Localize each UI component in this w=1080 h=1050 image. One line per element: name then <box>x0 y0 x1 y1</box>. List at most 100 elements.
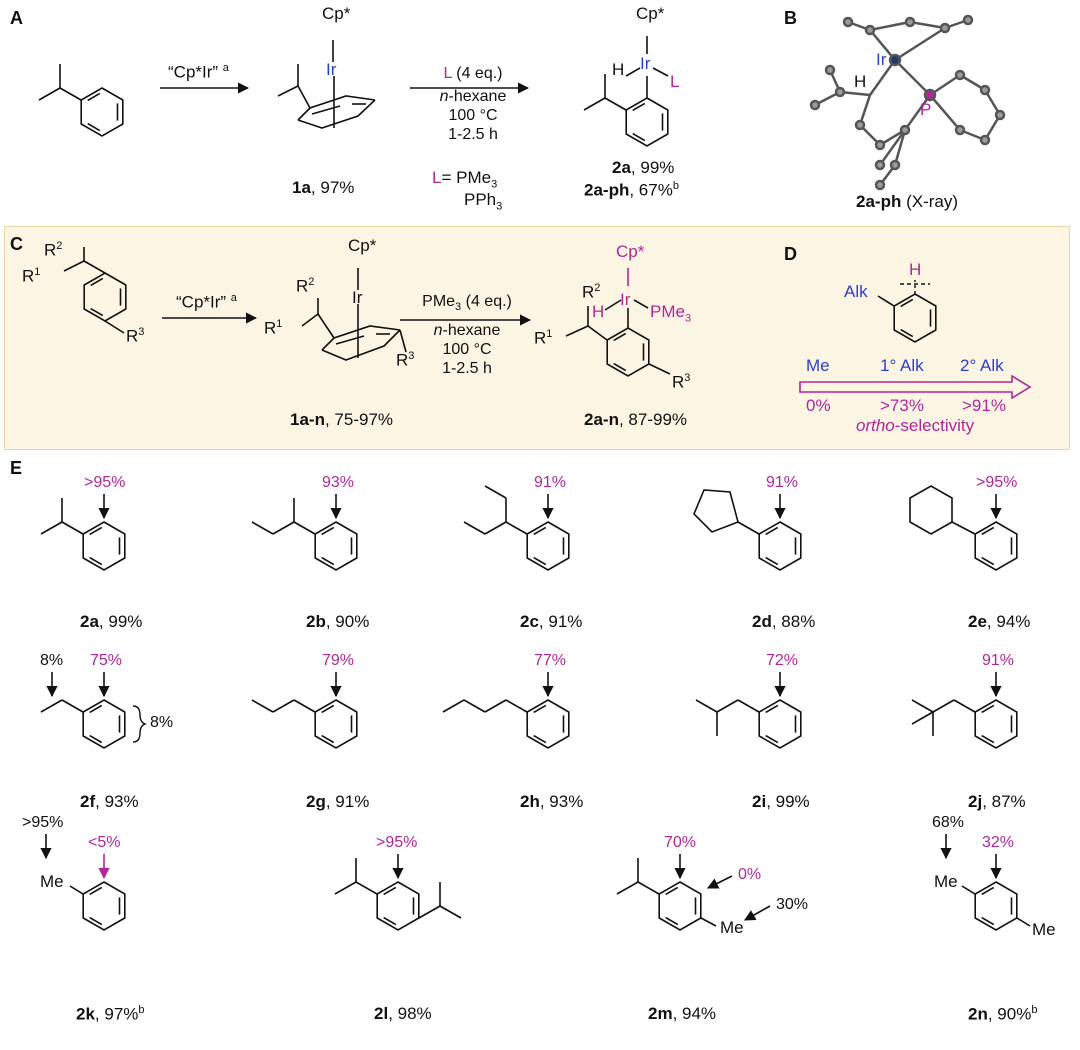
cp-star-2an: Cp* <box>616 242 645 261</box>
label-2an: 2a-n, 87-99% <box>584 410 688 429</box>
d-hydrogen: H <box>909 260 922 279</box>
selectivity-arrow <box>799 374 1032 400</box>
label-2f-e: 2f, 93% <box>80 792 139 811</box>
pct-2n-me: 68% <box>932 814 965 831</box>
ir-2an: Ir <box>620 290 631 309</box>
pct-2k: <5% <box>88 834 121 851</box>
structure-2l <box>334 854 462 931</box>
label-2a: 2a, 99% <box>612 158 675 177</box>
r1-2an: R1 <box>534 328 553 348</box>
d-val-2alk: >91% <box>962 396 1006 415</box>
structure-2k <box>40 834 126 931</box>
pct-2h: 77% <box>534 652 567 669</box>
cumene-structure <box>38 64 124 137</box>
structure-2h <box>442 672 570 749</box>
r2-2an: R2 <box>582 282 601 302</box>
label-2i-e: 2i, 99% <box>752 792 810 811</box>
label-2j-e: 2j, 87% <box>968 792 1026 811</box>
structure-2j <box>911 672 1018 749</box>
d-val-me: 0% <box>806 396 831 415</box>
substrate-c-structure <box>63 247 127 334</box>
label-2g-e: 2g, 91% <box>306 792 370 811</box>
ligand-definition: L= PMe3 <box>432 168 498 191</box>
panel-label-a: A <box>10 8 23 28</box>
xray-ir: Ir <box>876 50 887 69</box>
pct-2m-me: 30% <box>776 896 809 913</box>
label-2d-e: 2d, 88% <box>752 612 816 631</box>
pct-2f-ring: 8% <box>150 714 174 731</box>
d-cat-1alk: 1° Alk <box>880 356 924 375</box>
panel-label-e: E <box>10 458 23 478</box>
label-2e-e: 2e, 94% <box>968 612 1031 631</box>
complex-2a-structure <box>583 36 669 147</box>
label-2m-e: 2m, 94% <box>648 1004 717 1023</box>
d-alk: Alk <box>844 282 868 301</box>
structure-2g <box>251 672 358 749</box>
ir-1a: Ir <box>326 60 337 79</box>
pct-2k-me: >95% <box>22 814 64 831</box>
label-1an: 1a-n, 75-97% <box>290 410 394 429</box>
d-caption: ortho-selectivity <box>856 416 975 435</box>
me-2k: Me <box>40 872 64 891</box>
h-2a: H <box>612 60 625 79</box>
panel-label-b: B <box>784 8 797 28</box>
structure-2a <box>40 494 126 571</box>
ligand-alt: PPh3 <box>464 190 503 213</box>
h-2an: H <box>592 302 605 321</box>
pct-2f-alkyl: 8% <box>40 652 64 669</box>
panel-c-background <box>4 226 1070 450</box>
cp-star-2a: Cp* <box>636 4 665 23</box>
panel-label-d: D <box>784 244 797 264</box>
pct-2m-meta: 0% <box>738 866 762 883</box>
me-2n: Me <box>934 872 958 891</box>
me2-2n: Me <box>1032 920 1056 939</box>
conditions-c: PMe3 (4 eq.) n-hexane 100 °C 1-2.5 h <box>422 293 512 378</box>
me-2m: Me <box>720 918 744 937</box>
l-2a: L <box>670 72 680 91</box>
pct-2i: 72% <box>766 652 799 669</box>
complex-1a-structure <box>277 40 376 129</box>
label-2a-e: 2a, 99% <box>80 612 143 631</box>
reagent-cpir: “Cp*Ir” a <box>168 62 229 82</box>
r3-substrate: R3 <box>126 326 145 346</box>
pme3-2an: PMe3 <box>650 302 692 325</box>
label-2h-e: 2h, 93% <box>520 792 584 811</box>
xray-structure <box>809 14 1006 191</box>
ir-1an: Ir <box>352 288 363 307</box>
structure-2c <box>463 485 570 571</box>
xray-caption: 2a-ph (X-ray) <box>856 192 959 211</box>
r1-substrate: R1 <box>22 266 41 286</box>
pct-2j: 91% <box>982 652 1015 669</box>
pct-2c: 91% <box>534 474 567 491</box>
pct-2f: 75% <box>90 652 123 669</box>
xray-p: P <box>920 100 932 119</box>
label-2k-e: 2k, 97%b <box>76 1004 145 1024</box>
ir-2a: Ir <box>640 54 651 73</box>
label-2l-e: 2l, 98% <box>374 1004 432 1023</box>
label-2c-e: 2c, 91% <box>520 612 583 631</box>
pct-2m: 70% <box>664 834 697 851</box>
structure-2f <box>40 672 147 749</box>
label-2a-ph: 2a-ph, 67%b <box>584 180 679 200</box>
xray-h: H <box>854 72 867 91</box>
complex-2an-structure <box>565 268 671 377</box>
r3-2an: R3 <box>672 372 691 392</box>
structure-2i <box>695 672 802 749</box>
panel-label-c: C <box>10 234 23 254</box>
structure-2n <box>940 834 1031 931</box>
cp-star-1an: Cp* <box>348 236 377 255</box>
cp-star-1a: Cp* <box>322 4 351 23</box>
d-val-1alk: >73% <box>880 396 924 415</box>
pct-2e: >95% <box>976 474 1018 491</box>
label-2b-e: 2b, 90% <box>306 612 370 631</box>
pct-2l: >95% <box>376 834 418 851</box>
pct-2g: 79% <box>322 652 355 669</box>
structure-2e <box>909 485 1018 571</box>
pct-2b: 93% <box>322 474 355 491</box>
pct-2n: 32% <box>982 834 1015 851</box>
pct-2d: 91% <box>766 474 799 491</box>
r2-substrate: R2 <box>44 240 63 260</box>
label-1a: 1a, 97% <box>292 178 355 197</box>
panel-d-structure <box>877 280 937 343</box>
